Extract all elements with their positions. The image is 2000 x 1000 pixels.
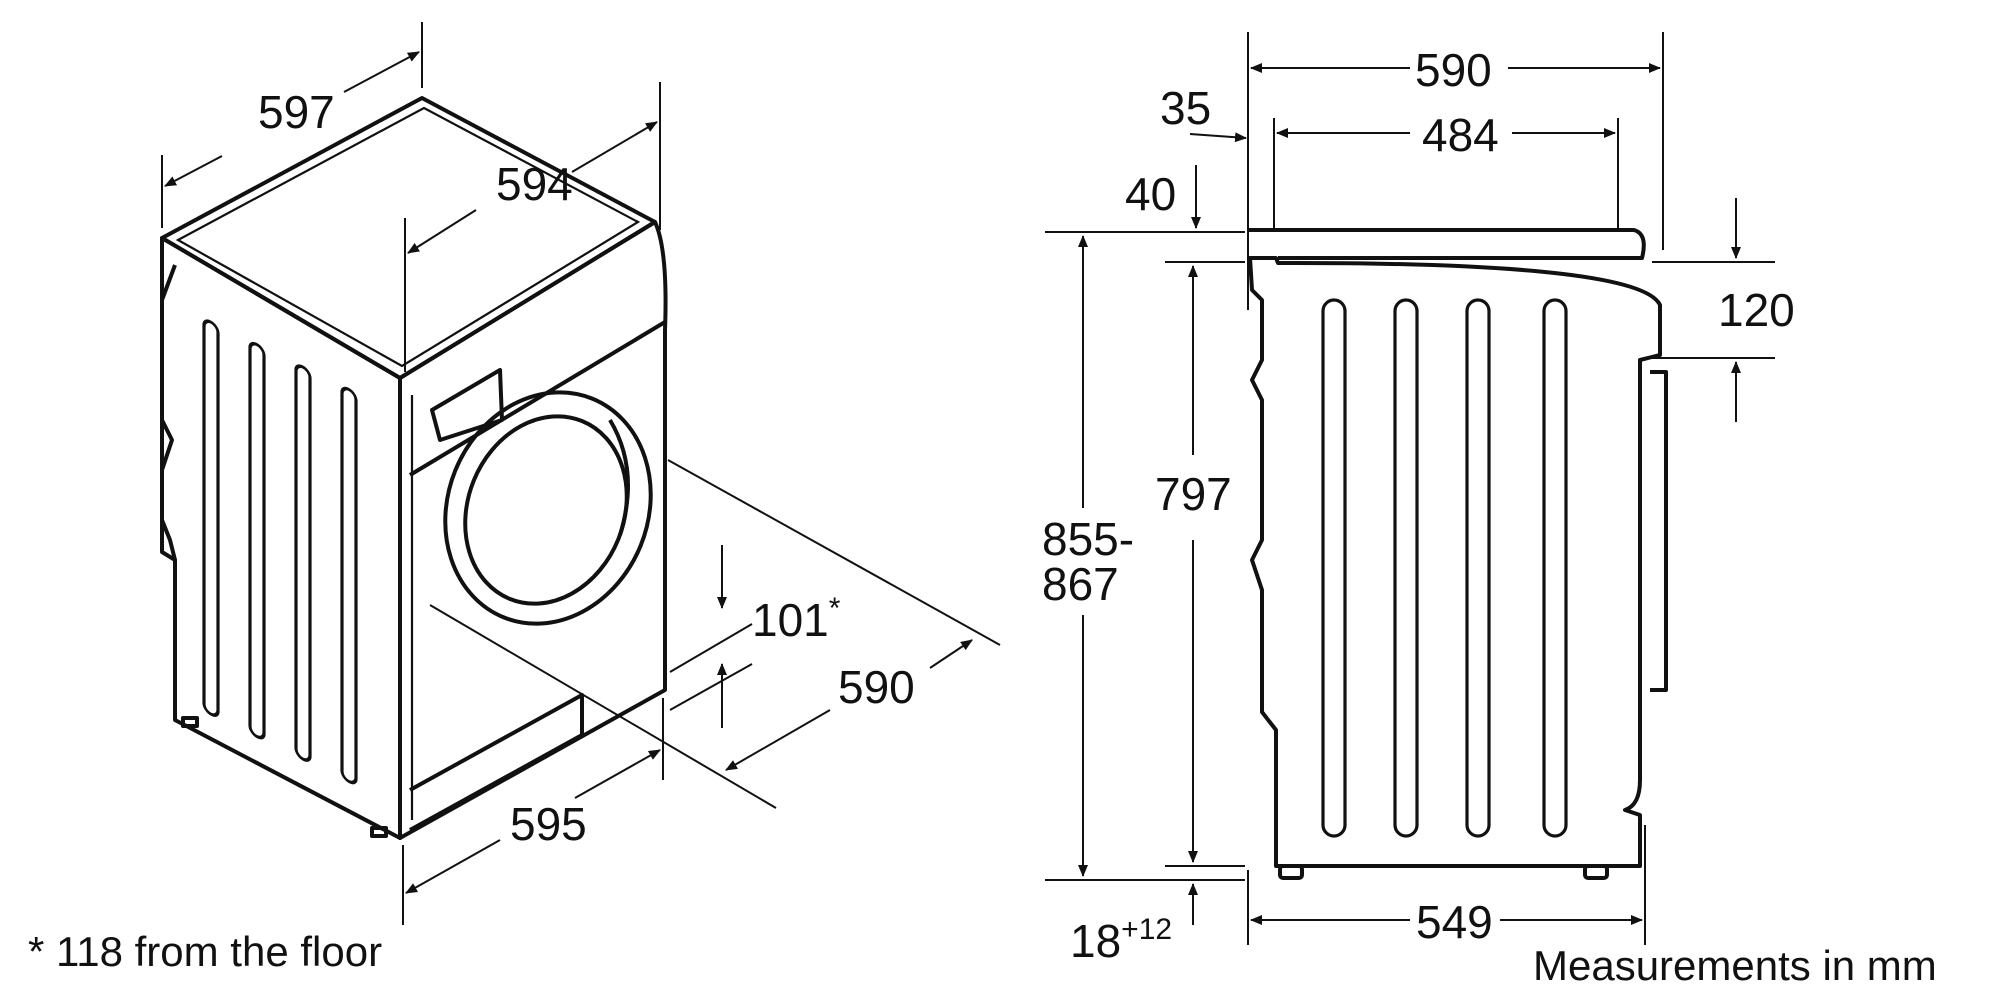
- iso-foot-height-label: 101*: [752, 592, 841, 646]
- iso-extension-line: [669, 663, 753, 711]
- iso-floor-line: [667, 459, 1001, 646]
- iso-dim-arrow-597: [343, 51, 420, 93]
- iso-base-depth-label: 590: [838, 661, 915, 713]
- iso-top-plate: [160, 96, 657, 380]
- side-slot: [1465, 298, 1491, 838]
- iso-foot: [370, 826, 388, 838]
- iso-foot: [181, 716, 199, 728]
- iso-plinth: [409, 693, 584, 832]
- iso-dim-arrow-594: [407, 209, 477, 254]
- side-total-height-line2: 867: [1042, 558, 1119, 610]
- iso-door-outer: [443, 390, 653, 626]
- side-foot: [1278, 864, 1304, 880]
- side-top-recess-label: 35: [1160, 82, 1211, 134]
- iso-depth-top-label: 594: [496, 158, 573, 210]
- side-body-outline: [1248, 256, 1662, 868]
- side-slot: [1393, 298, 1419, 838]
- side-slot: [1321, 298, 1347, 838]
- iso-side-slot: [202, 319, 220, 717]
- iso-dim-arrow-594: [571, 121, 658, 173]
- side-overall-depth-label: 590: [1415, 44, 1492, 96]
- iso-detergent-drawer: [430, 368, 504, 442]
- iso-rear-rim: [160, 264, 177, 561]
- iso-door-inner: [463, 414, 629, 606]
- iso-dim-arrow-590: [725, 709, 831, 771]
- side-panel-height-label: 120: [1718, 284, 1795, 336]
- side-dim-arrow-35: [1189, 132, 1247, 143]
- iso-side-panel: [160, 236, 402, 840]
- side-inner-depth-label: 484: [1422, 109, 1499, 161]
- iso-dim-arrow-590: [929, 639, 973, 669]
- iso-top-plate-inner: [175, 106, 641, 368]
- iso-base-width-label: 595: [510, 798, 587, 850]
- side-top-plate: [1248, 228, 1646, 260]
- side-top-offset-label: 40: [1125, 168, 1176, 220]
- iso-width-top-label: 597: [258, 86, 335, 138]
- iso-control-panel-edge: [408, 320, 667, 477]
- iso-door-handle: [608, 418, 630, 536]
- iso-extension-line: [669, 623, 753, 673]
- isometric-view: 597 594 595 590 101* * 118 from the floo…: [28, 22, 1001, 975]
- footnote: * 118 from the floor: [28, 928, 382, 975]
- side-slot: [1542, 298, 1568, 838]
- iso-dim-arrow-597: [164, 155, 223, 187]
- side-foot-base-label: 18+12: [1070, 913, 1172, 967]
- iso-dim-arrow-595: [405, 839, 501, 894]
- side-body-height-label: 797: [1155, 468, 1232, 520]
- iso-side-slot: [294, 364, 312, 762]
- side-foot: [1583, 864, 1609, 880]
- iso-floor-line: [429, 604, 777, 809]
- side-view: 590 484 35 40 855- 867 797 18+12 549: [1042, 32, 1937, 989]
- side-bottom-depth-label: 549: [1416, 896, 1493, 948]
- iso-side-slot: [248, 341, 266, 740]
- iso-front-panel: [398, 220, 668, 840]
- iso-side-slot: [340, 386, 358, 785]
- iso-dim-arrow-595: [574, 749, 661, 799]
- units-note: Measurements in mm: [1533, 942, 1937, 989]
- side-total-height-line1: 855-: [1042, 513, 1134, 565]
- side-door-profile: [1650, 370, 1668, 692]
